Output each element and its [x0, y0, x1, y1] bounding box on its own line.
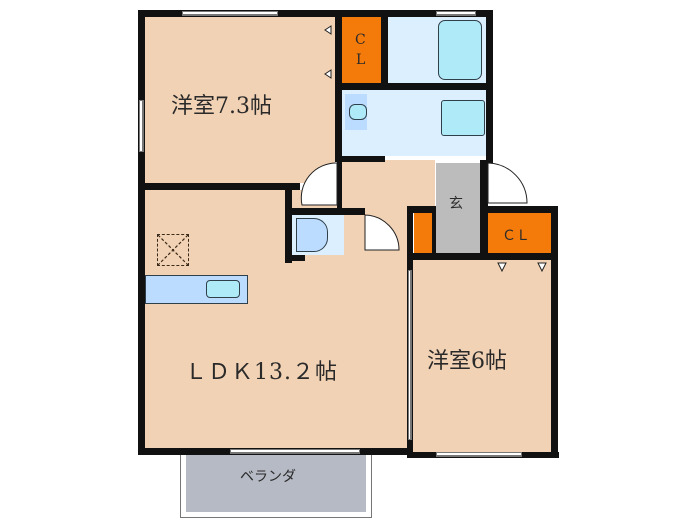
wall-hall-left [337, 160, 342, 210]
wall-top [138, 10, 493, 17]
wall-closet-top [407, 206, 436, 213]
veranda-label: ベランダ [240, 469, 296, 485]
range-hood [157, 234, 189, 266]
window-bath-top[interactable] [436, 11, 476, 16]
wall-wash-bottom [335, 156, 385, 162]
washing-machine-pan [441, 100, 485, 136]
entrance [436, 163, 480, 255]
window-room1-left[interactable] [139, 100, 144, 152]
wall-right-room6 [551, 206, 558, 458]
wall-cl1-right [381, 10, 388, 90]
toilet-wash [349, 104, 367, 120]
window-ldk-bottom[interactable] [230, 449, 360, 454]
window-room6-bottom[interactable] [436, 452, 522, 457]
sliding-door-room6[interactable] [408, 270, 412, 440]
wall-room1-bottom [138, 183, 300, 190]
wall-top-cl2 [480, 206, 558, 213]
closet-2-label: ＣＬ [502, 228, 530, 244]
wall-genkan-right [480, 160, 488, 260]
wall-toilet-bottom [285, 255, 305, 261]
wall-genkan-left [432, 206, 436, 258]
sink [206, 280, 240, 298]
window-room1-top[interactable] [182, 11, 278, 16]
closet-2 [488, 213, 551, 253]
western-room-6-label: 洋室6帖 [427, 349, 507, 374]
closet-1 [342, 17, 381, 83]
western-room-6 [413, 260, 551, 452]
closet-small [414, 213, 432, 253]
bathtub [438, 20, 482, 80]
toilet [296, 218, 328, 252]
western-room-7-3 [145, 17, 335, 183]
wall-toilet-left [285, 183, 292, 263]
western-room-7-3-label: 洋室7.3帖 [171, 94, 272, 119]
wall-left [138, 10, 145, 455]
ldk-room [145, 190, 407, 448]
closet-1-label-l: L [356, 52, 366, 68]
wall-bath-wash [335, 83, 493, 90]
closet-1-label-c: C [355, 32, 366, 48]
ldk-label: ＬＤＫ13.２帖 [185, 360, 338, 385]
entrance-label: 玄 [449, 196, 463, 212]
hallway [340, 160, 435, 210]
veranda [186, 455, 366, 512]
wall-toilet-top [285, 208, 365, 215]
